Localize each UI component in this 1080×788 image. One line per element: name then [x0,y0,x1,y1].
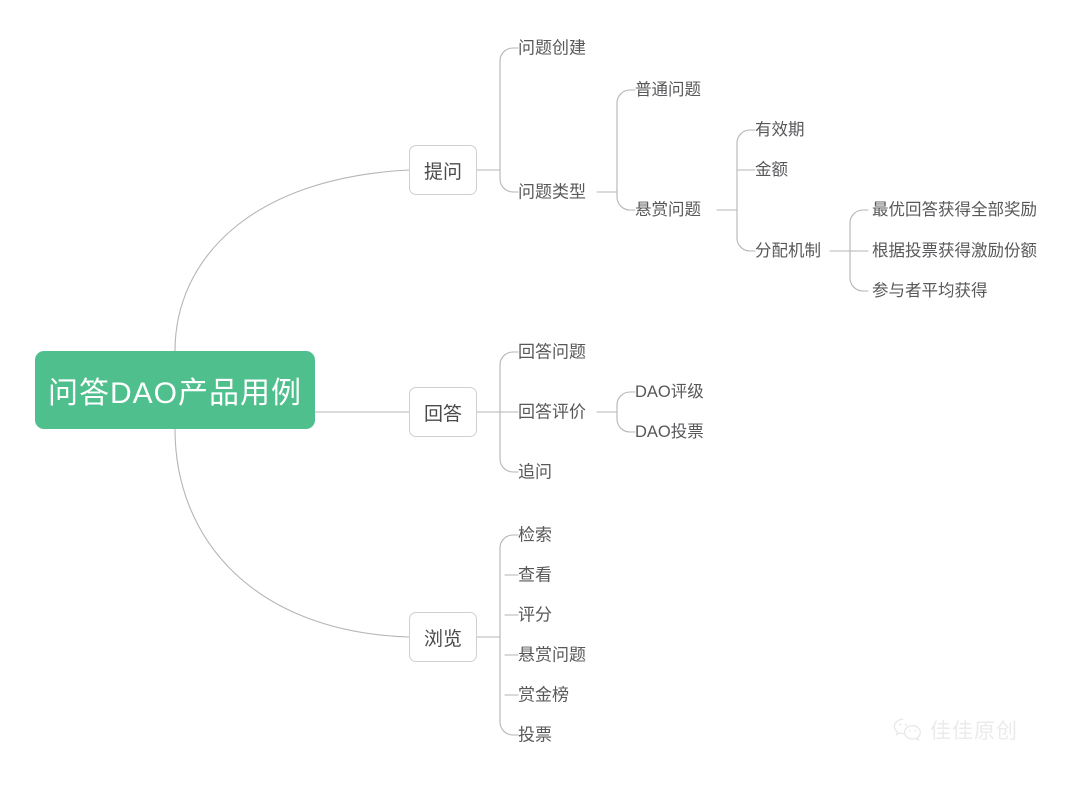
watermark-label: 佳佳原创 [930,720,1018,743]
wire-dist-spine [849,209,864,292]
branch-node-browse[interactable]: 浏览 [409,612,477,662]
node-bounty-question[interactable]: 悬赏问题 [635,200,701,219]
node-rate[interactable]: 评分 [518,605,552,625]
node-browse-bounty-questions[interactable]: 悬赏问题 [518,645,586,665]
node-question-create[interactable]: 问题创建 [518,38,586,58]
wire-bounty-spine [736,129,751,252]
node-distribution-mechanism[interactable]: 分配机制 [755,241,821,260]
wire-browse-spine [499,534,514,736]
node-best-answer-reward[interactable]: 最优回答获得全部奖励 [872,200,1037,219]
watermark: 佳佳原创 [893,715,1018,745]
node-search[interactable]: 检索 [518,525,552,545]
branch-node-ask-label: 提问 [423,161,462,183]
node-dao-rating[interactable]: DAO评级 [635,382,704,401]
root-node-label: 问答DAO产品用例 [47,377,302,410]
node-dao-voting[interactable]: DAO投票 [635,422,704,441]
wire-answer-spine [499,351,514,473]
node-participant-average[interactable]: 参与者平均获得 [872,281,988,300]
node-answer-question[interactable]: 回答问题 [518,342,586,362]
node-vote-based-share[interactable]: 根据投票获得激励份额 [872,241,1037,260]
wire-type-spine [616,89,631,211]
branch-node-answer[interactable]: 回答 [409,387,477,437]
node-amount[interactable]: 金额 [755,160,788,179]
wire-eval-spine [616,391,631,433]
branch-node-ask[interactable]: 提问 [409,145,477,195]
branch-node-answer-label: 回答 [423,403,462,425]
node-bounty-leaderboard[interactable]: 赏金榜 [518,685,569,705]
node-validity-period[interactable]: 有效期 [755,120,805,139]
wire-root-to-browse [174,428,410,638]
node-answer-evaluation[interactable]: 回答评价 [518,402,586,422]
node-vote[interactable]: 投票 [518,725,552,745]
node-normal-question[interactable]: 普通问题 [635,80,701,99]
node-followup-question[interactable]: 追问 [518,462,552,482]
wechat-icon [893,718,921,742]
branch-node-browse-label: 浏览 [423,628,462,650]
wire-root-to-ask [174,169,410,352]
wire-ask-spine [499,47,514,193]
root-node[interactable]: 问答DAO产品用例 [35,351,315,429]
node-view[interactable]: 查看 [518,565,552,585]
node-question-type[interactable]: 问题类型 [518,182,586,202]
